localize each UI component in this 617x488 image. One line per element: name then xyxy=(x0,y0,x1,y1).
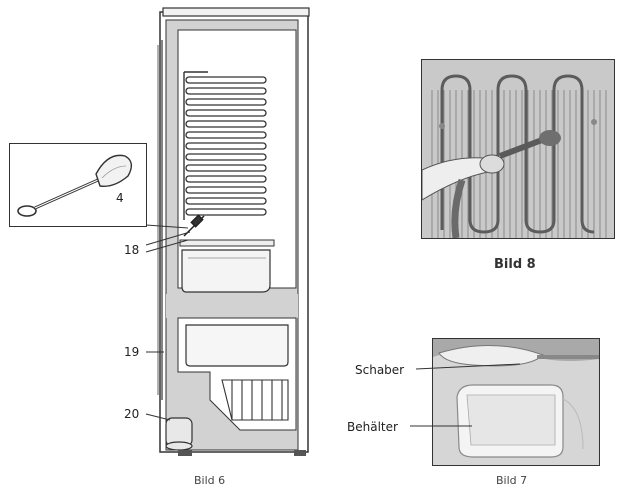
label-18: 18 xyxy=(124,243,140,257)
fridge-drawing xyxy=(145,7,310,456)
figure-caption-main: Bild 6 xyxy=(194,474,226,487)
photo-bild-7 xyxy=(432,338,600,466)
fridge-top-lid xyxy=(162,7,310,17)
leader-4 xyxy=(145,224,189,229)
rear-foot xyxy=(294,450,306,456)
coil-top-pipe xyxy=(183,71,208,220)
label-19: 19 xyxy=(124,345,140,359)
upper-shelf xyxy=(179,239,275,247)
scraper-container-photo xyxy=(433,339,599,465)
condenser-cleaning-photo xyxy=(422,60,614,238)
label-4: 4 xyxy=(116,191,124,205)
freezer-drawer-upper xyxy=(185,324,289,367)
cleaning-tool-icon xyxy=(17,154,133,217)
label-schaber: Schaber xyxy=(355,363,405,377)
leader-18 xyxy=(145,231,191,246)
label-20: 20 xyxy=(124,407,140,421)
evaporator-coils xyxy=(185,76,267,216)
leader-20 xyxy=(145,413,171,421)
figure-caption-bild-7: Bild 7 xyxy=(496,474,528,487)
photo-bild-8 xyxy=(421,59,615,239)
caption-bild-8: Bild 8 xyxy=(494,257,536,272)
compartment-divider xyxy=(166,294,298,318)
crisper-drawer xyxy=(181,249,271,293)
front-foot xyxy=(178,450,192,456)
compressor xyxy=(165,417,193,451)
fridge-diagram: 4 18 19 20 Bild 6 xyxy=(9,7,310,487)
freezer-basket xyxy=(221,379,289,421)
cleaning-tool-inset: 4 xyxy=(9,143,147,227)
label-behaelter: Behälter xyxy=(347,420,398,434)
